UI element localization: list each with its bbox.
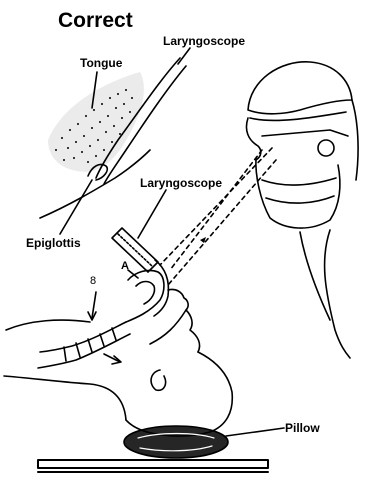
physician-head-back [352, 100, 358, 180]
table-surface [38, 460, 268, 468]
label-laryngoscope-lower: Laryngoscope [140, 177, 222, 189]
patient-neck [6, 320, 90, 330]
patient-airway-inner [136, 282, 155, 305]
laryngoscope-main [112, 190, 168, 316]
pillow-leader [226, 428, 284, 436]
laryngoscope-blade-main [154, 260, 168, 316]
pillow-and-table [38, 426, 284, 472]
label-epiglottis: Epiglottis [26, 237, 81, 249]
patient-head [126, 352, 232, 436]
physician-ear [318, 140, 334, 156]
line-of-sight [160, 148, 276, 285]
label-tongue: Tongue [80, 57, 122, 69]
physician-mask-fold [262, 178, 336, 185]
label-b: 8 [90, 276, 96, 287]
physician-glasses [262, 130, 348, 136]
physician-mask-fold [266, 196, 334, 203]
patient-airway [126, 270, 164, 322]
physician-figure [246, 62, 358, 358]
physician-shoulder [325, 230, 350, 358]
patient-trachea [40, 322, 126, 352]
patient-chest [4, 376, 126, 420]
laryngoscope-upper-leader [178, 48, 190, 64]
sight-line-upper [160, 148, 272, 265]
label-pillow: Pillow [285, 422, 320, 434]
patient-ear [151, 370, 166, 390]
pillow-shape [124, 426, 228, 458]
physician-cap [248, 62, 352, 114]
patient-figure [4, 270, 232, 436]
label-a: A [121, 261, 129, 272]
label-laryngoscope-upper: Laryngoscope [163, 35, 245, 47]
patient-face [168, 289, 200, 352]
laryngoscope-lower-leader [138, 190, 166, 238]
sight-line-middle [170, 150, 262, 270]
airway-arrow [104, 354, 120, 362]
physician-face [246, 118, 260, 160]
figure-title: Correct [58, 10, 133, 31]
inset-anatomy [40, 48, 190, 234]
